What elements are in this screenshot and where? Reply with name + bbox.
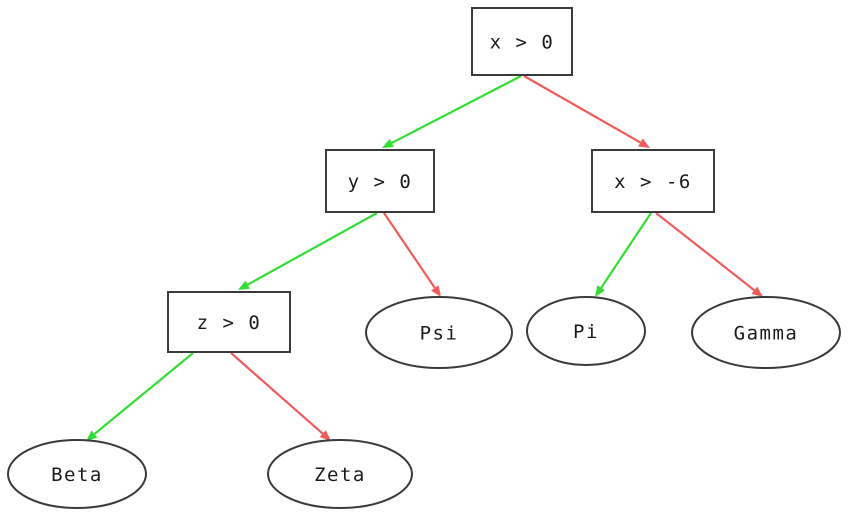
edge-y_gt_0-to-z_gt_0 bbox=[238, 212, 378, 290]
edge-line bbox=[655, 212, 756, 292]
edge-arrowhead bbox=[638, 138, 650, 148]
edges-layer bbox=[86, 75, 763, 441]
node-root[interactable]: x > 0 bbox=[471, 7, 573, 76]
edge-line bbox=[391, 75, 522, 144]
node-label: x > -6 bbox=[614, 171, 692, 193]
node-zeta[interactable]: Zeta bbox=[267, 439, 413, 509]
node-label: x > 0 bbox=[490, 32, 555, 54]
node-label: Zeta bbox=[314, 464, 366, 486]
node-ellipse[interactable] bbox=[526, 296, 646, 366]
node-label: Psi bbox=[420, 323, 459, 345]
node-ellipse[interactable] bbox=[691, 296, 841, 369]
node-ellipse[interactable] bbox=[365, 296, 513, 369]
node-x_gt_m6[interactable]: x > -6 bbox=[591, 149, 715, 213]
node-ellipse[interactable] bbox=[267, 439, 413, 509]
edge-arrowhead bbox=[751, 286, 763, 297]
edge-arrowhead bbox=[86, 430, 98, 441]
node-rect[interactable] bbox=[591, 149, 715, 213]
node-beta[interactable]: Beta bbox=[7, 439, 147, 509]
node-label: Gamma bbox=[734, 323, 799, 345]
edge-arrowhead bbox=[595, 285, 605, 297]
edge-line bbox=[523, 75, 641, 144]
node-rect[interactable] bbox=[325, 149, 435, 213]
node-ellipse[interactable] bbox=[7, 439, 147, 509]
node-label: Pi bbox=[573, 321, 599, 343]
edge-root-to-x_gt_m6 bbox=[523, 75, 650, 148]
edge-z_gt_0-to-zeta bbox=[230, 352, 331, 441]
node-label: Beta bbox=[51, 464, 103, 486]
edge-line bbox=[93, 352, 194, 435]
edge-arrowhead bbox=[319, 430, 331, 441]
node-gamma[interactable]: Gamma bbox=[691, 296, 841, 369]
edge-line bbox=[383, 212, 436, 289]
edge-line bbox=[230, 352, 324, 435]
node-y_gt_0[interactable]: y > 0 bbox=[325, 149, 435, 213]
edge-line bbox=[247, 212, 378, 286]
node-rect[interactable] bbox=[471, 7, 573, 76]
node-psi[interactable]: Psi bbox=[365, 296, 513, 369]
edge-z_gt_0-to-beta bbox=[86, 352, 194, 441]
node-label: z > 0 bbox=[197, 312, 262, 334]
edge-line bbox=[600, 212, 652, 289]
node-pi[interactable]: Pi bbox=[526, 296, 646, 366]
edge-arrowhead bbox=[382, 138, 394, 148]
edge-root-to-y_gt_0 bbox=[382, 75, 522, 148]
node-label: y > 0 bbox=[348, 171, 413, 193]
edge-x_gt_m6-to-gamma bbox=[655, 212, 763, 297]
edge-x_gt_m6-to-pi bbox=[595, 212, 652, 297]
node-rect[interactable] bbox=[167, 291, 291, 353]
edge-y_gt_0-to-psi bbox=[383, 212, 441, 297]
edge-arrowhead bbox=[238, 280, 250, 290]
node-z_gt_0[interactable]: z > 0 bbox=[167, 291, 291, 353]
edge-arrowhead bbox=[431, 285, 441, 297]
